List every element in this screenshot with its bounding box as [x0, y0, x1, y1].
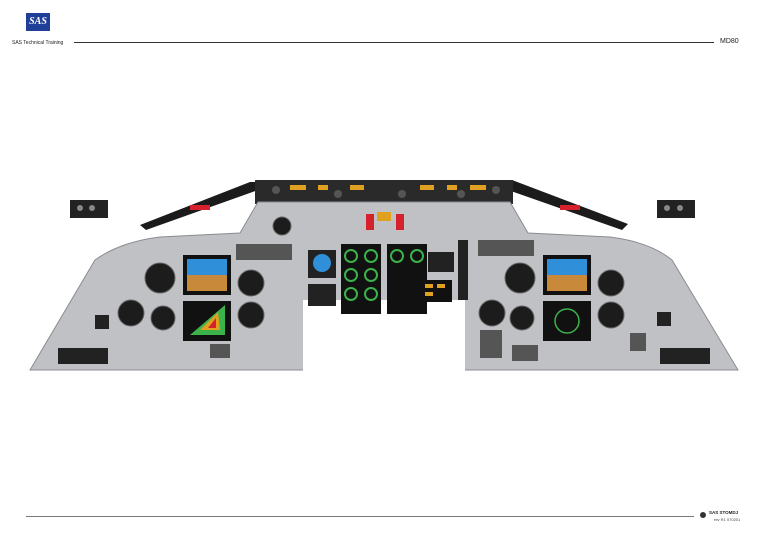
- fo-attitude-sky: [547, 259, 587, 275]
- footer-rule: [26, 516, 694, 517]
- footer-code: SAS STOMDJ: [709, 510, 739, 515]
- engine-display-right: [387, 244, 427, 314]
- left-side-panel: [70, 200, 108, 218]
- header-rule: [74, 42, 714, 43]
- document-code: MD80: [720, 38, 739, 45]
- header-subtitle: SAS Technical Training: [12, 40, 64, 46]
- captain-attitude-ground: [187, 275, 227, 291]
- pedestal-gap: [303, 300, 465, 372]
- footer-logo-mark: [700, 512, 706, 518]
- fo-attitude-ground: [547, 275, 587, 291]
- autopilot-panel: [255, 180, 513, 204]
- throttle-icon: [458, 240, 468, 300]
- sas-logo: SAS: [26, 13, 50, 31]
- right-side-panel: [657, 200, 695, 218]
- captain-attitude-sky: [187, 259, 227, 275]
- footer-revision: rev R1 070201: [714, 517, 741, 522]
